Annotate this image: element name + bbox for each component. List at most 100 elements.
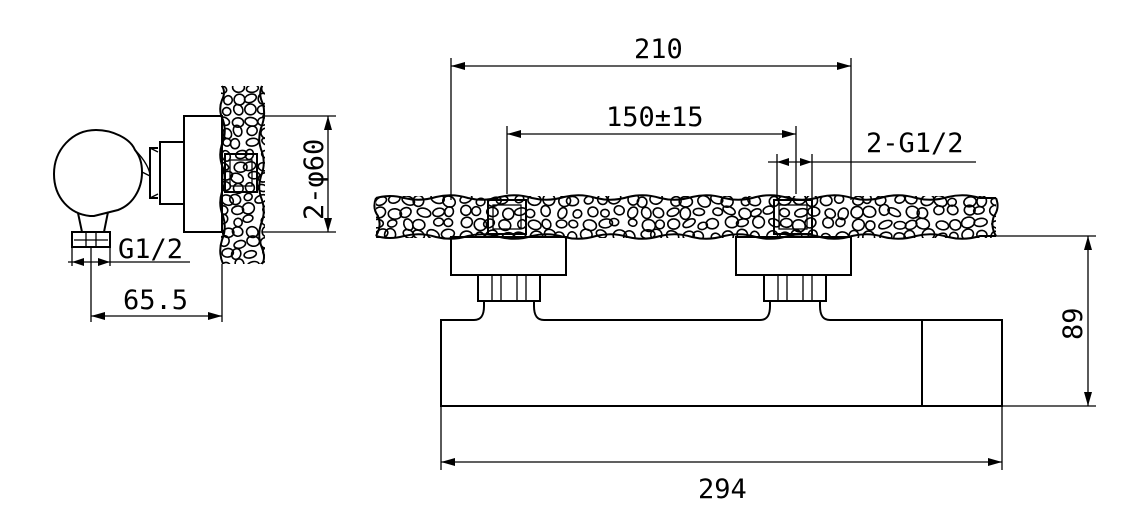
- stone-texture: [260, 149, 265, 159]
- stone-texture: [692, 207, 706, 217]
- stone-texture: [376, 196, 388, 207]
- stone-texture: [697, 196, 712, 208]
- stone-texture: [440, 228, 456, 238]
- stone-texture: [231, 226, 244, 238]
- stone-texture: [915, 217, 931, 230]
- stone-texture: [495, 196, 509, 205]
- stone-texture: [649, 228, 663, 238]
- stone-texture: [412, 196, 425, 208]
- stone-texture: [473, 217, 488, 232]
- stone-texture: [232, 103, 244, 116]
- stone-texture: [565, 196, 580, 207]
- stone-texture: [682, 218, 696, 229]
- stone-texture: [460, 216, 474, 229]
- stone-texture: [231, 116, 245, 129]
- stone-texture: [595, 229, 608, 238]
- stone-texture: [961, 228, 975, 238]
- dim-outlet-thread: G1/2: [68, 234, 190, 266]
- stone-texture: [963, 204, 976, 216]
- stone-texture: [529, 230, 544, 238]
- stone-texture: [766, 230, 779, 238]
- stone-texture: [233, 161, 248, 174]
- stone-texture: [878, 203, 891, 217]
- stone-texture: [905, 205, 920, 219]
- stone-texture: [527, 196, 542, 207]
- knurled-handle: [921, 319, 1003, 407]
- stone-texture: [232, 124, 243, 138]
- top-view: 210 150±15 2-G1/2 89: [373, 34, 1096, 505]
- stone-texture: [990, 230, 996, 238]
- stone-texture: [636, 196, 648, 209]
- outlet-thread-label: G1/2: [118, 234, 183, 265]
- stone-texture: [887, 207, 902, 218]
- stone-texture: [710, 196, 724, 205]
- stone-texture: [948, 231, 959, 238]
- stone-texture: [243, 249, 258, 259]
- stone-texture: [412, 229, 426, 238]
- stone-texture: [475, 197, 486, 207]
- stone-texture: [973, 217, 988, 228]
- right-flange: [735, 236, 852, 276]
- dim-adjustable-spacing: 150±15: [506, 102, 797, 194]
- stone-texture: [946, 204, 959, 216]
- stone-texture: [411, 218, 426, 231]
- stone-texture: [736, 228, 749, 238]
- overall-length-label: 294: [698, 474, 747, 505]
- stone-texture: [976, 229, 988, 238]
- stone-texture: [722, 205, 736, 216]
- dim-overall-length: 294: [440, 406, 1003, 505]
- stone-texture: [851, 218, 866, 232]
- stone-texture: [260, 216, 265, 227]
- stone-texture: [231, 205, 245, 216]
- stone-texture: [819, 196, 833, 207]
- dim-center-spacing: 210: [450, 34, 852, 200]
- stone-texture: [261, 225, 265, 238]
- stone-texture: [234, 258, 245, 264]
- right-nut: [763, 274, 827, 302]
- stone-texture: [221, 247, 235, 258]
- stone-texture: [710, 232, 722, 238]
- stone-texture: [626, 206, 639, 219]
- stone-texture: [807, 206, 821, 217]
- stone-texture: [242, 214, 254, 224]
- stone-texture: [862, 205, 877, 219]
- stone-texture: [751, 215, 766, 229]
- stone-texture: [558, 196, 572, 208]
- stone-texture: [540, 204, 552, 218]
- stone-texture: [241, 202, 256, 215]
- stone-texture: [652, 207, 665, 219]
- stone-texture: [791, 219, 807, 233]
- stone-texture: [228, 193, 242, 206]
- stone-texture: [221, 86, 228, 95]
- stone-texture: [257, 161, 265, 172]
- stone-texture: [261, 137, 265, 147]
- stone-texture: [649, 196, 664, 205]
- stone-texture: [259, 236, 265, 249]
- stone-texture: [233, 217, 244, 228]
- left-nut: [477, 274, 541, 302]
- stone-texture: [740, 196, 751, 207]
- stone-texture: [640, 206, 652, 220]
- flange-diameter-label: 2-φ60: [299, 139, 330, 220]
- stone-texture: [229, 172, 245, 184]
- stone-texture: [229, 137, 241, 150]
- stone-texture: [432, 207, 446, 218]
- stone-texture: [600, 208, 610, 218]
- stone-texture: [471, 205, 482, 217]
- stone-texture: [257, 92, 265, 105]
- stone-texture: [879, 231, 893, 238]
- stone-texture: [837, 207, 850, 221]
- stone-texture: [399, 206, 412, 219]
- stone-texture: [243, 93, 258, 104]
- stone-texture: [222, 94, 234, 106]
- stone-texture: [245, 137, 260, 147]
- stone-texture: [232, 182, 244, 195]
- inlet-thread-label: 2-G1/2: [866, 128, 964, 159]
- stone-texture: [243, 192, 253, 202]
- stone-texture: [572, 209, 583, 219]
- stone-texture: [460, 204, 472, 217]
- stone-texture: [221, 106, 232, 117]
- stone-texture: [245, 86, 260, 94]
- left-flange: [450, 236, 567, 276]
- stone-texture: [222, 137, 232, 147]
